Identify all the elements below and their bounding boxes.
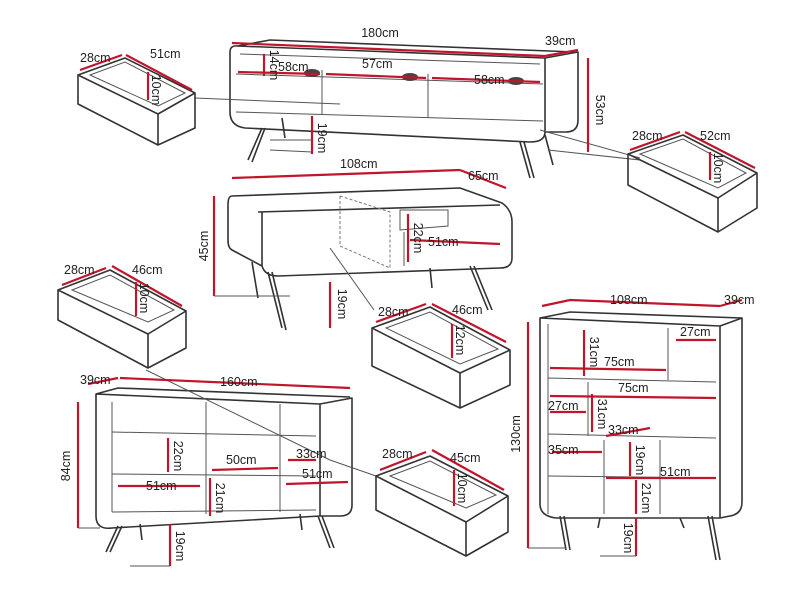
coffee-table-height-label: 45cm (197, 231, 211, 262)
coffee-table-width-label: 108cm (340, 157, 378, 171)
bookcase-depth-label: 39cm (724, 293, 755, 307)
bookcase-mid-height-label: 31cm (595, 399, 609, 430)
tv-drawer-right (627, 130, 758, 233)
tv-unit-width-label: 180cm (361, 26, 399, 40)
tv-drawer-left (77, 53, 196, 146)
tv-unit (194, 39, 641, 179)
sideboard-inner-width-middle-label: 50cm (226, 453, 257, 467)
tv-unit-height-label: 53cm (593, 95, 607, 126)
coffee-table (227, 187, 513, 331)
sideboard (95, 369, 377, 553)
bookcase-mid-left-width-label: 27cm (548, 399, 579, 413)
sideboard-leg-height-label: 19cm (173, 531, 187, 562)
sideboard-inner-height-label: 22cm (171, 441, 185, 472)
bookcase-leg-height-label: 19cm (621, 523, 635, 554)
bookcase-top-right-width-label: 27cm (680, 325, 711, 339)
bookcase-lower-shelf-width-label: 51cm (660, 465, 691, 479)
bookcase-lower-height-bottom-label: 21cm (639, 483, 653, 514)
bookcase (539, 311, 743, 561)
sideboard-drawer-right-width-label: 45cm (450, 451, 481, 465)
sideboard-drawer-right-depth-label: 28cm (382, 447, 413, 461)
tv-unit-leg-height-label: 19cm (315, 123, 329, 154)
bookcase-top-shelf-width-label: 75cm (604, 355, 635, 369)
sideboard-drawer-left-height-label: 10cm (137, 283, 151, 314)
coffee-drawer-height-label: 12cm (453, 325, 467, 356)
bookcase-lower-height-top-label: 19cm (633, 445, 647, 476)
sideboard-drawer-left-depth-label: 28cm (64, 263, 95, 277)
bookcase-top-left-height-label: 31cm (587, 337, 601, 368)
coffee-drawer-width-label: 46cm (452, 303, 483, 317)
bookcase-height-label: 130cm (509, 415, 523, 453)
coffee-drawer-depth-label: 28cm (378, 305, 409, 319)
sideboard-drawer-right-height-label: 10cm (455, 473, 469, 504)
tv-unit-drawer-height-label: 14cm (267, 50, 281, 81)
coffee-table-inner-height-label: 22cm (411, 223, 425, 254)
sideboard-width-label: 160cm (220, 375, 258, 389)
coffee-table-depth-label: 65cm (468, 169, 499, 183)
sideboard-dimensions (76, 376, 351, 567)
tv-drawer-right-width-label: 52cm (700, 129, 731, 143)
bookcase-mid-depth-label: 33cm (608, 423, 639, 437)
coffee-table-leg-height-label: 19cm (335, 289, 349, 320)
tv-compartment-left-label: 58cm (278, 60, 309, 74)
sideboard-inner-width-left-label: 51cm (146, 479, 177, 493)
coffee-table-dimensions (212, 168, 507, 328)
coffee-table-inner-width-label: 51cm (428, 235, 459, 249)
tv-drawer-right-height-label: 10cm (711, 153, 725, 184)
sideboard-height-label: 84cm (59, 451, 73, 482)
sideboard-drawer-left-width-label: 46cm (132, 263, 163, 277)
bookcase-mid-shelf-width-label: 75cm (618, 381, 649, 395)
tv-compartment-middle-label: 57cm (362, 57, 393, 71)
sideboard-inner-width-right-label: 51cm (302, 467, 333, 481)
sideboard-drawer-right (375, 449, 509, 557)
tv-drawer-left-depth-label: 28cm (80, 51, 111, 65)
sideboard-drawer-left (57, 265, 187, 369)
sideboard-depth-label: 39cm (80, 373, 111, 387)
tv-drawer-right-depth-label: 28cm (632, 129, 663, 143)
tv-drawer-left-height-label: 10cm (149, 75, 163, 106)
bookcase-lower-left-width-label: 35cm (548, 443, 579, 457)
tv-unit-depth-label: 39cm (545, 34, 576, 48)
bookcase-width-label: 108cm (610, 293, 648, 307)
tv-unit-dimensions (231, 41, 590, 154)
tv-drawer-left-width-label: 51cm (150, 47, 181, 61)
coffee-table-drawer (371, 302, 511, 409)
sideboard-lower-height-label: 21cm (213, 483, 227, 514)
bookcase-dimensions (526, 298, 743, 557)
sideboard-inner-depth-right-label: 33cm (296, 447, 327, 461)
tv-compartment-right-label: 58cm (474, 73, 505, 87)
